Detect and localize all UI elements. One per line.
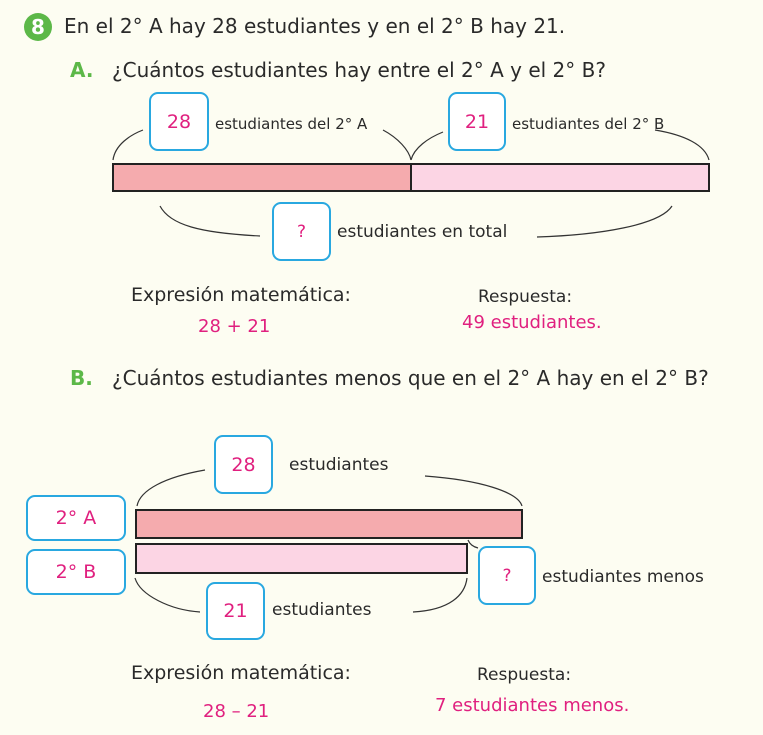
top-value-box: 28	[214, 435, 273, 494]
brace-b-left	[410, 131, 444, 161]
diff-text: estudiantes menos	[542, 567, 704, 587]
total-unknown-box: ?	[272, 202, 331, 261]
brace-a-left	[112, 129, 144, 161]
bar-2b	[410, 163, 710, 192]
bottom-value-box: 21	[206, 582, 265, 640]
part-a-question: ¿Cuántos estudiantes hay entre el 2° A y…	[112, 58, 606, 82]
part-a-answer-label: Respuesta:	[478, 287, 573, 307]
part-a-expression-label: Expresión matemática:	[131, 284, 351, 306]
bar-2b-compare	[135, 543, 468, 574]
part-b-answer-label: Respuesta:	[477, 665, 572, 685]
brace-total-left	[159, 205, 261, 237]
bar-2a-compare	[135, 509, 523, 539]
problem-number-badge: 8	[24, 13, 52, 41]
part-b-expression-label: Expresión matemática:	[131, 662, 351, 684]
box-2a-text: estudiantes del 2° A	[215, 115, 368, 133]
part-b-answer: 7 estudiantes menos.	[435, 695, 630, 716]
bar-2a	[112, 163, 412, 192]
bottom-text: estudiantes	[272, 600, 372, 620]
brace-b-right	[654, 129, 710, 161]
part-a-label: A.	[70, 58, 94, 82]
diff-unknown-box: ?	[478, 546, 536, 605]
row-2a-label: 2° A	[26, 495, 126, 541]
brace-total-right	[536, 205, 673, 238]
part-b-expression: 28 – 21	[203, 701, 270, 722]
brace-top-left	[136, 469, 206, 507]
box-2b-value: 21	[448, 92, 506, 151]
box-2b-text: estudiantes del 2° B	[512, 115, 665, 133]
part-b-question: ¿Cuántos estudiantes menos que en el 2° …	[112, 366, 709, 390]
top-text: estudiantes	[289, 455, 389, 475]
brace-bottom-left	[134, 577, 201, 613]
brace-diff	[467, 539, 479, 549]
brace-top-right	[424, 475, 523, 507]
total-text: estudiantes en total	[337, 222, 508, 242]
part-a-answer: 49 estudiantes.	[462, 312, 602, 333]
problem-statement: En el 2° A hay 28 estudiantes y en el 2°…	[64, 14, 566, 38]
brace-a-right	[382, 129, 412, 161]
part-a-expression: 28 + 21	[198, 316, 271, 337]
row-2b-label: 2° B	[26, 549, 126, 595]
brace-bottom-right	[412, 577, 468, 613]
box-2a-value: 28	[149, 92, 209, 151]
part-b-label: B.	[70, 366, 93, 390]
